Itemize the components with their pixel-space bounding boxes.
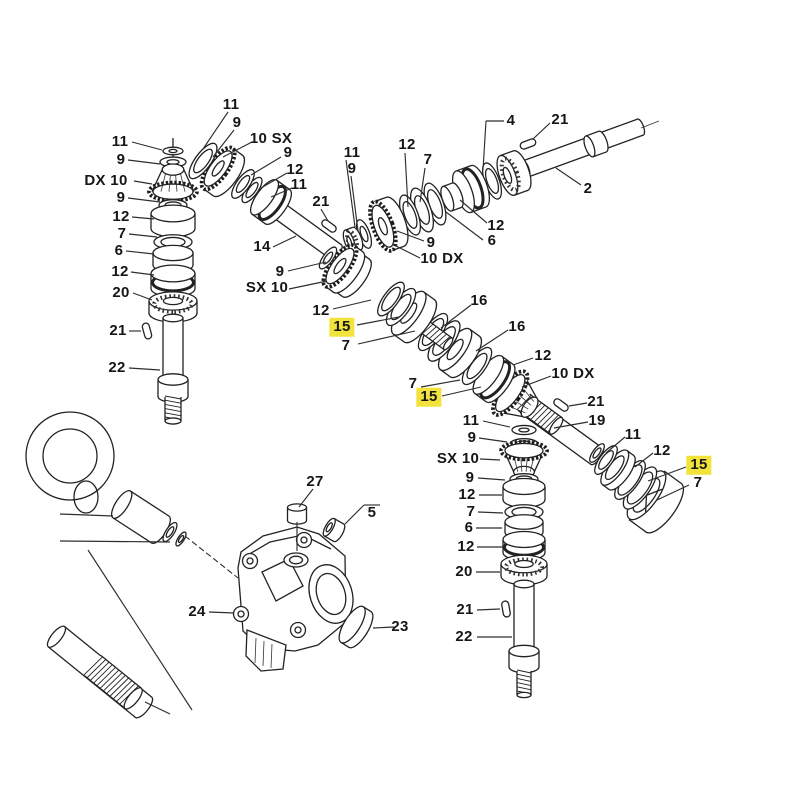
diagram-art [25, 111, 690, 719]
